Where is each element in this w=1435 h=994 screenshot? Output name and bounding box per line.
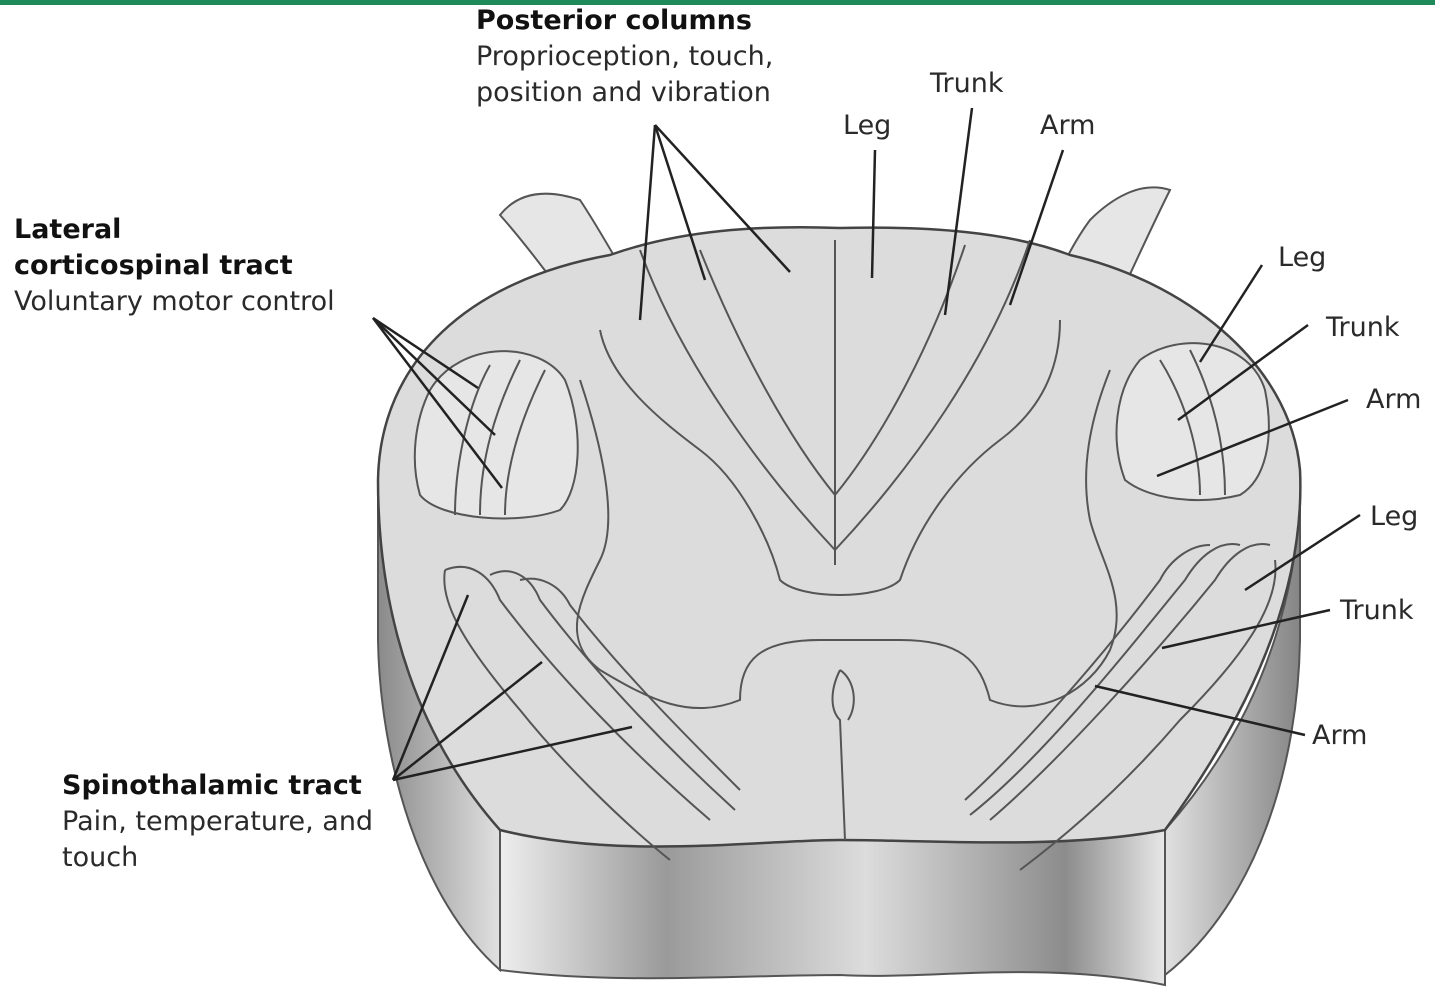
spinothalamic-desc-2: touch [62, 840, 373, 876]
lateral-corticospinal-desc: Voluntary motor control [14, 284, 335, 320]
right-cs-trunk-label: Trunk [1326, 310, 1400, 346]
top-arm-label: Arm [1040, 108, 1095, 144]
top-leg-label: Leg [843, 108, 891, 144]
posterior-columns-desc-1: Proprioception, touch, [476, 39, 773, 75]
right-st-arm-label: Arm [1312, 718, 1367, 754]
top-trunk-label: Trunk [930, 66, 1004, 102]
right-st-trunk-label: Trunk [1340, 593, 1414, 629]
posterior-columns-desc-2: position and vibration [476, 75, 773, 111]
posterior-columns-title: Posterior columns [476, 3, 773, 39]
posterior-columns-label: Posterior columns Proprioception, touch,… [476, 3, 773, 111]
lateral-corticospinal-label: Lateral corticospinal tract Voluntary mo… [14, 212, 335, 320]
right-cs-arm-label: Arm [1366, 382, 1421, 418]
spinothalamic-desc-1: Pain, temperature, and [62, 804, 373, 840]
spinothalamic-label: Spinothalamic tract Pain, temperature, a… [62, 768, 373, 876]
right-st-leg-label: Leg [1370, 499, 1418, 535]
cord-cylinder-front [500, 830, 1165, 985]
lateral-corticospinal-title-1: Lateral [14, 212, 335, 248]
right-cs-leg-label: Leg [1278, 240, 1326, 276]
spinothalamic-title: Spinothalamic tract [62, 768, 373, 804]
right-corticospinal-region [1117, 343, 1269, 500]
lateral-corticospinal-title-2: corticospinal tract [14, 248, 335, 284]
left-corticospinal-region [415, 351, 578, 518]
